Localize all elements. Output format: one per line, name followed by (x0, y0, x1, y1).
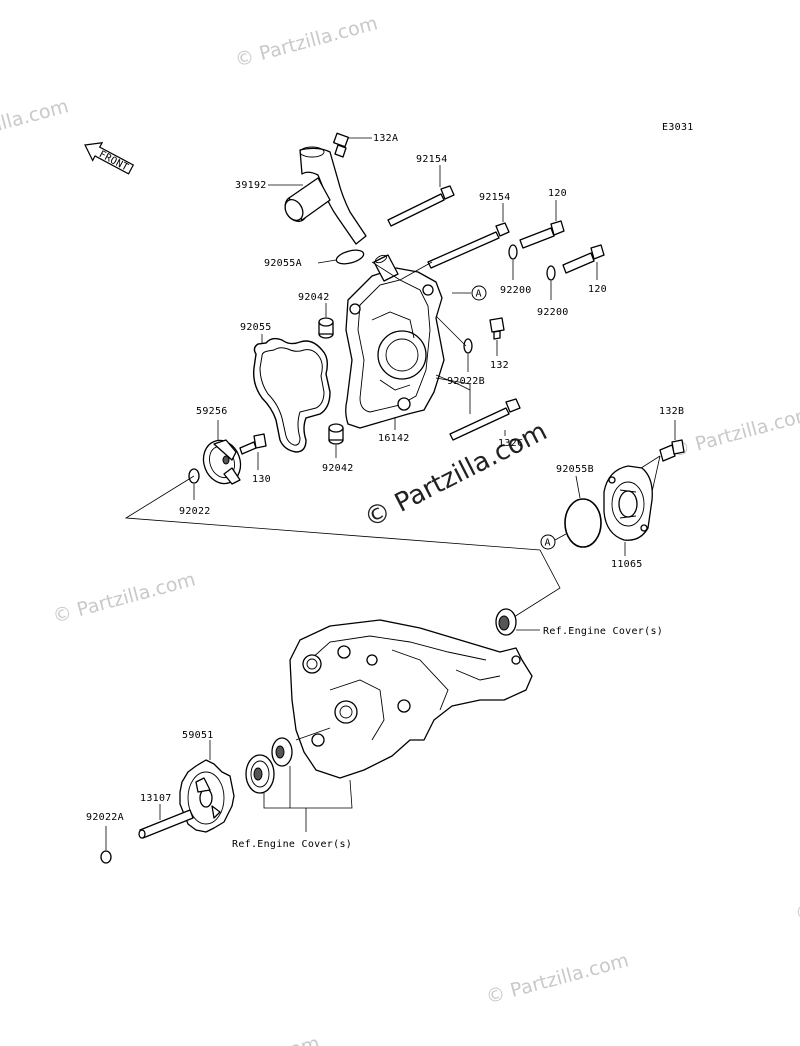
label-16142: 16142 (378, 433, 410, 444)
bolt-130 (239, 433, 267, 455)
bolt-132b (659, 439, 685, 462)
label-13107: 13107 (140, 793, 172, 804)
label-92042-upper: 92042 (298, 292, 330, 303)
label-92200-upper: 92200 (500, 285, 532, 296)
bolt-132a (333, 132, 349, 158)
label-120-upper: 120 (548, 188, 567, 199)
watermark-text: © Partzilla.com (50, 568, 197, 627)
watermark-text: © Partzilla.com (0, 95, 71, 154)
label-92022: 92022 (179, 506, 211, 517)
washer-92022a (100, 850, 112, 864)
label-92154-lower: 92154 (479, 192, 511, 203)
label-39192: 39192 (235, 180, 267, 191)
washer-92200-lower (546, 265, 556, 281)
impeller-59256 (202, 439, 242, 485)
water-pipe-39192 (284, 146, 367, 245)
label-11065: 11065 (611, 559, 643, 570)
pump-cover-16142 (345, 254, 445, 429)
label-92055a: 92055A (264, 258, 302, 269)
long-bolt-92154-lower (427, 222, 510, 269)
front-arrow-icon: FRONT (84, 141, 135, 175)
washer-92200-upper (508, 244, 518, 260)
ref-a-lower-label: A (545, 538, 551, 549)
label-132: 132 (490, 360, 509, 371)
washer-92022b (463, 338, 473, 354)
watermark-text: © Partzilla.com (484, 949, 631, 1008)
bolt-132c (449, 398, 521, 441)
dowel-pin-92042-upper (318, 317, 334, 339)
ref-engine-cover-2: Ref.Engine Cover(s) (232, 839, 352, 850)
watermark-text: © Partzilla.com (793, 866, 800, 925)
label-120-lower: 120 (588, 284, 607, 295)
watermark-text: © Partzilla.com (233, 12, 380, 71)
bearing-small (271, 737, 293, 767)
label-92022a: 92022A (86, 812, 124, 823)
front-label: FRONT (97, 149, 130, 174)
label-92042-lower: 92042 (322, 463, 354, 474)
label-92200-lower: 92200 (537, 307, 569, 318)
watermark-text: © Partzilla.com (669, 403, 800, 462)
ref-a-lower (540, 534, 556, 550)
label-130: 130 (252, 474, 271, 485)
label-92055b: 92055B (556, 464, 594, 475)
label-132c: 132C (498, 438, 523, 449)
pump-shaft-13107 (138, 809, 194, 839)
watermark-text: © Partzilla.com (175, 1032, 322, 1046)
label-59256: 59256 (196, 406, 228, 417)
label-132b: 132B (659, 406, 684, 417)
gasket-92055 (252, 337, 331, 453)
dowel-pin-92042-lower (328, 423, 344, 445)
o-ring-92055a (335, 249, 365, 265)
ref-engine-cover-1: Ref.Engine Cover(s) (543, 626, 663, 637)
label-92154-upper: 92154 (416, 154, 448, 165)
label-92055: 92055 (240, 322, 272, 333)
oil-seal-engine-cover (495, 608, 517, 636)
water-pump-body-11065 (603, 465, 653, 541)
o-ring-92055b (564, 498, 602, 548)
diagram-code: E3031 (662, 122, 694, 133)
bolt-120-upper (519, 220, 565, 249)
gear-59051 (179, 759, 235, 833)
engine-cover (289, 619, 533, 779)
bolt-132 (489, 317, 505, 340)
bearing-large (245, 754, 275, 794)
long-bolt-92154-upper (387, 185, 455, 227)
bolt-120-lower (562, 244, 605, 274)
ref-a-upper (471, 285, 487, 301)
label-132a: 132A (373, 133, 398, 144)
label-92022b: 92022B (447, 376, 485, 387)
label-59051: 59051 (182, 730, 214, 741)
ref-a-upper-label: A (476, 289, 482, 300)
